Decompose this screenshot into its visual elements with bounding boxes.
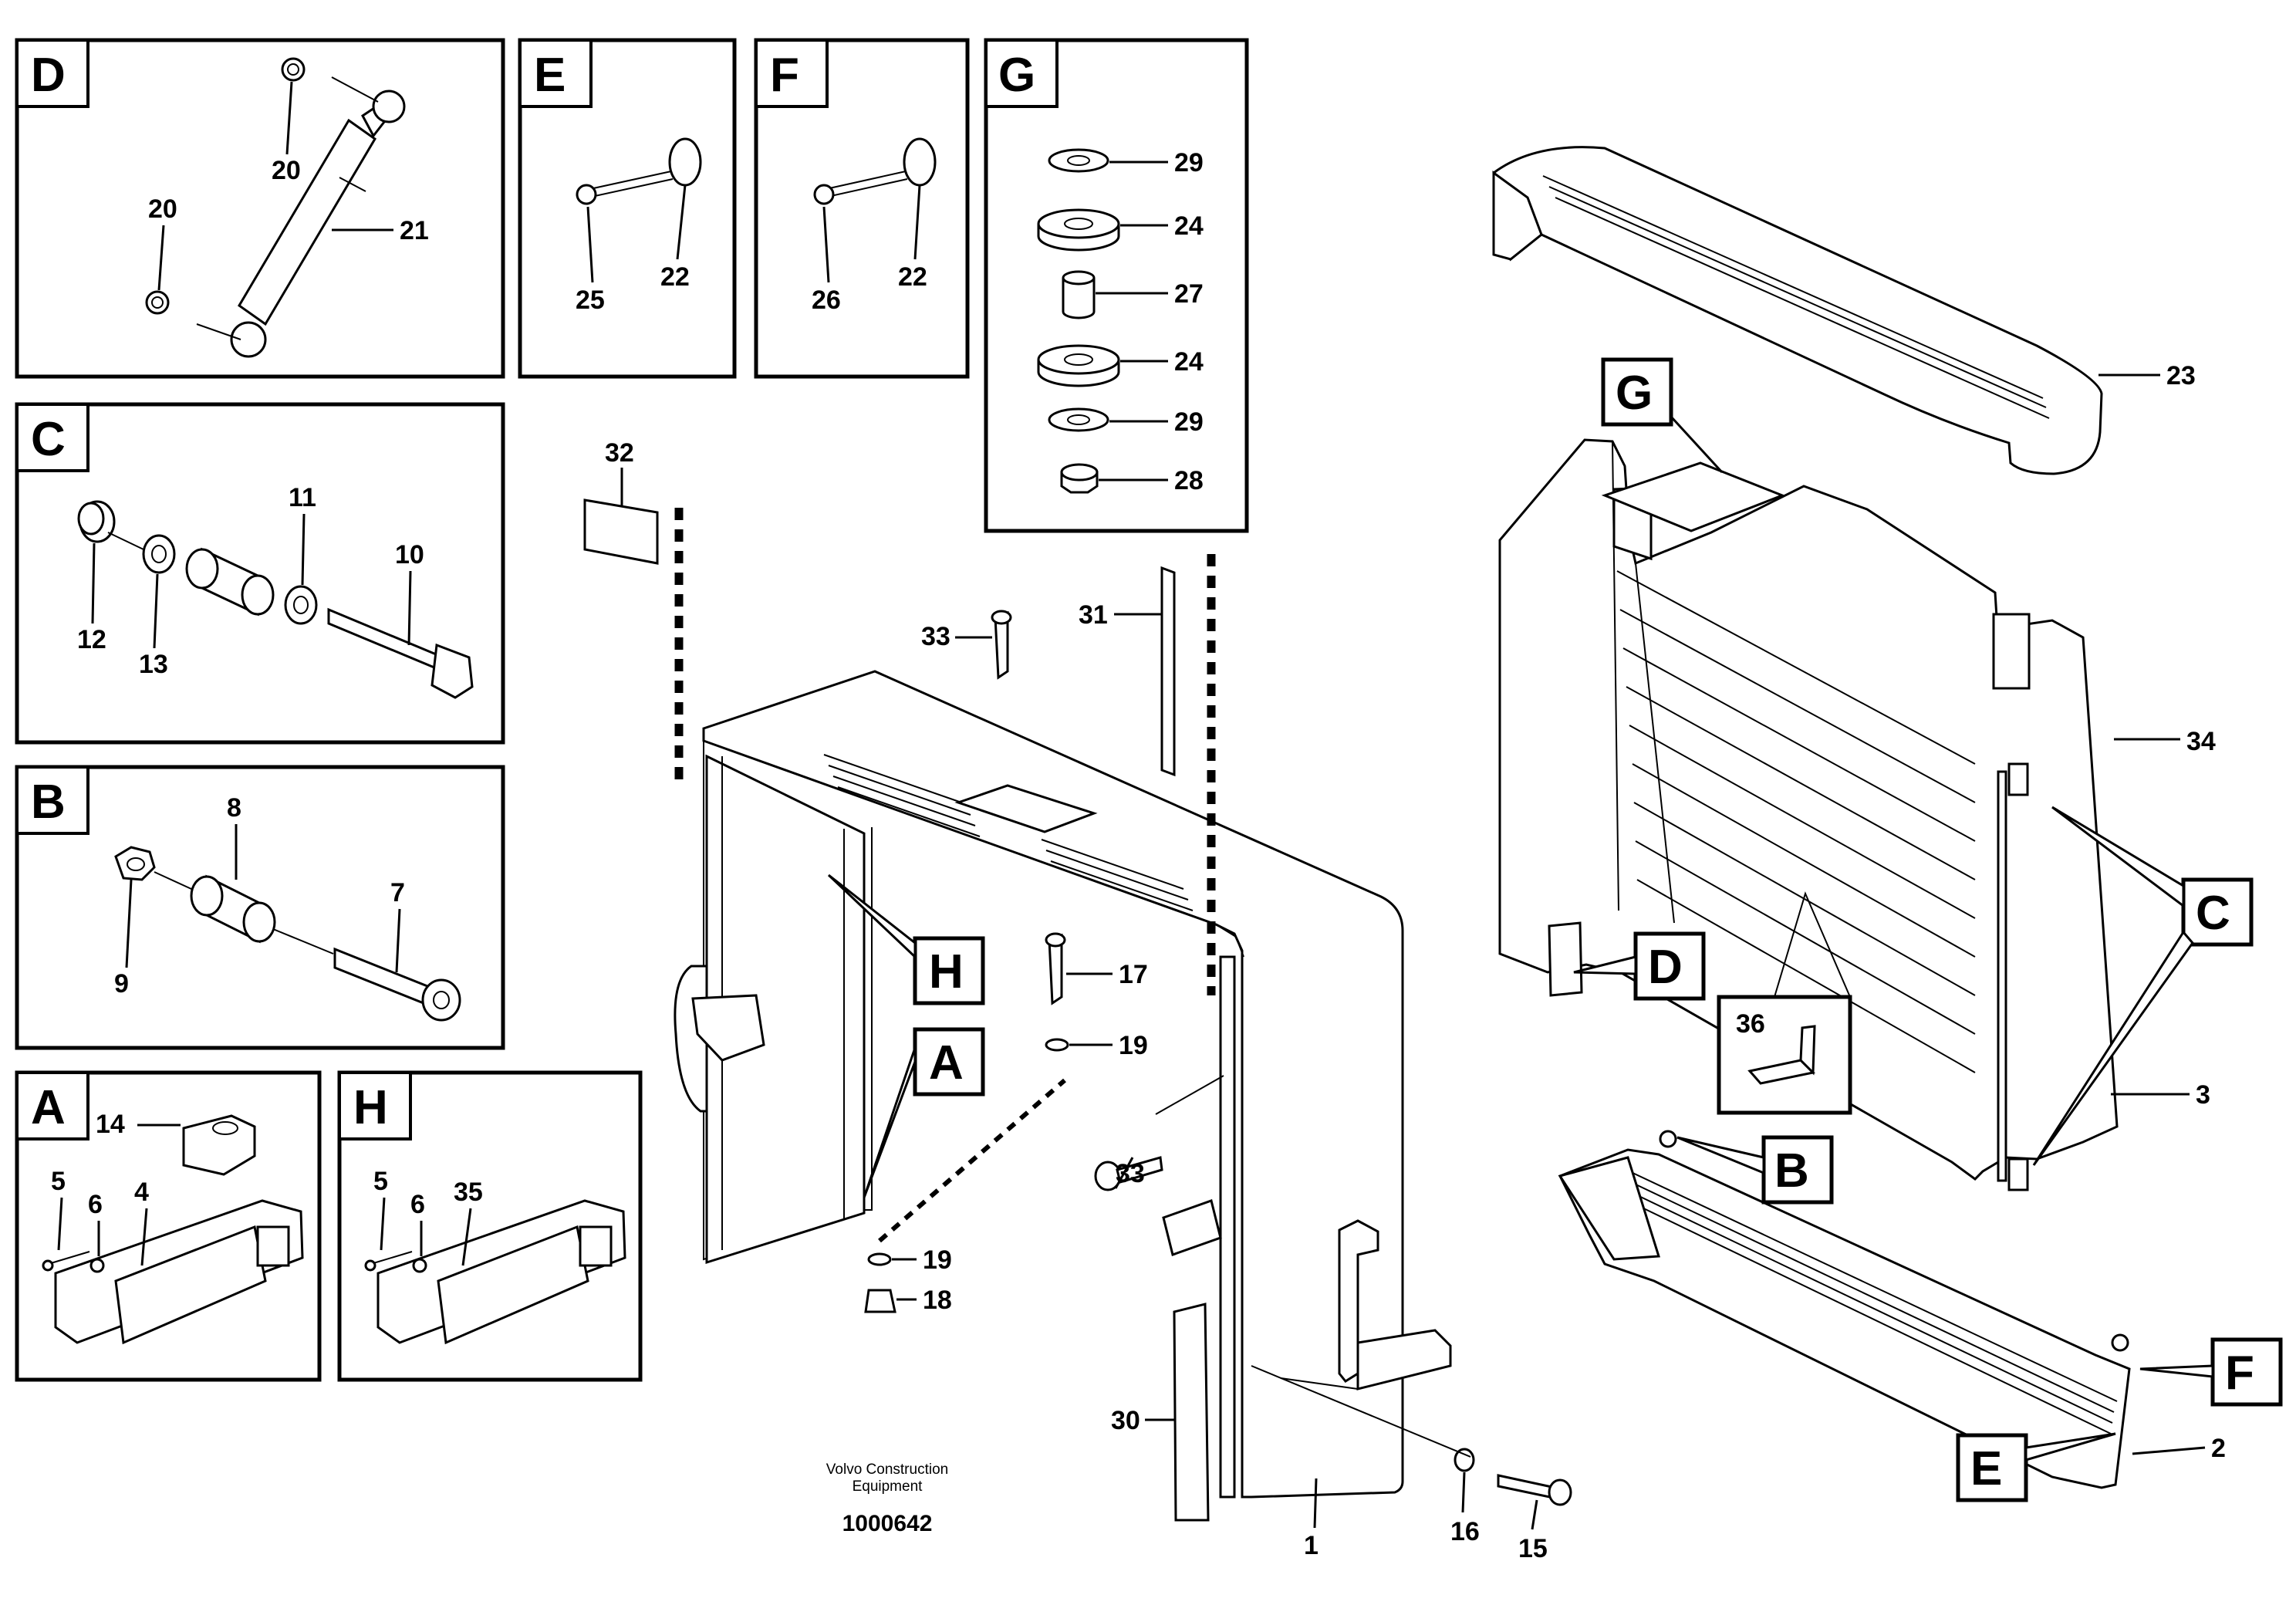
callout-c-13: 13 [139,650,168,679]
svg-text:H: H [929,945,964,999]
tag-a-main: A [863,1027,985,1198]
inset-letter-b: B [31,776,66,829]
callout-main-34: 34 [2186,727,2216,756]
svg-text:A: A [929,1036,964,1090]
callout-main-19-low: 19 [923,1245,952,1275]
inset-box-g: G 29 24 27 24 29 28 [984,38,1249,533]
inset-letter-f: F [770,49,799,102]
callout-b-7: 7 [390,878,405,907]
callout-g-24-top: 24 [1174,211,1204,241]
inset-box-c: C 11 10 12 13 [15,402,505,745]
callout-d-20-top: 20 [272,156,301,185]
callout-g-24-bottom: 24 [1174,347,1204,377]
callout-e-22: 22 [660,262,690,292]
footer: Volvo Construction Equipment 1000642 [826,1461,948,1536]
callout-g-29-top: 29 [1174,148,1204,177]
bolt-assembly-b [114,846,461,1022]
callout-g-27: 27 [1174,279,1204,309]
callout-h-6: 6 [410,1190,425,1219]
latch-a [42,1114,304,1345]
company-line2: Equipment [853,1478,923,1495]
callout-main-19-mid: 19 [1119,1031,1148,1060]
callout-g-28: 28 [1174,466,1204,495]
main-frame-assembly [583,498,1572,1522]
inset-letter-g: G [998,49,1035,102]
tag-h-main: H [827,874,985,1005]
inset-box-h: H 5 6 35 [337,1070,643,1382]
callout-f-22: 22 [898,262,927,292]
callout-main-33-top: 33 [921,622,950,651]
callout-main-1: 1 [1304,1531,1319,1560]
grille-34 [1498,438,2119,1191]
callout-main-31: 31 [1079,600,1108,630]
callout-main-16: 16 [1450,1517,1480,1546]
tag-d-main: D [1573,931,1706,1001]
tag-e-main: E [1956,1432,2116,1502]
inset-box-e: E 25 22 [518,38,737,379]
inset-letter-h: H [353,1081,388,1134]
callout-e-25: 25 [576,286,605,315]
inset-letter-a: A [31,1081,66,1134]
rubber-buffer-e [576,137,702,205]
inset-box-f: F 26 22 [754,38,970,379]
callout-main-32: 32 [605,438,634,468]
callout-main-15: 15 [1518,1534,1548,1563]
inset-box-a: A 14 5 6 4 [15,1070,322,1382]
drawing-number: 1000642 [842,1511,933,1536]
callout-main-17: 17 [1119,960,1148,989]
callout-b-9: 9 [114,969,129,999]
inset-letter-c: C [31,413,66,466]
tag-c-main: C [2032,806,2254,1166]
latch-h [364,1199,626,1345]
svg-text:B: B [1774,1144,1809,1198]
callout-main-2: 2 [2211,1434,2226,1463]
callout-a-4: 4 [134,1178,149,1207]
svg-text:D: D [1648,941,1683,994]
callout-a-5: 5 [51,1167,66,1196]
bottom-rail-2 [1558,1130,2131,1489]
callout-c-12: 12 [77,625,106,654]
svg-text:G: G [1616,367,1653,420]
detail-36: 36 [1717,891,1852,1115]
tag-f-main: F [2139,1337,2283,1407]
callout-h-35: 35 [454,1178,483,1207]
callout-c-10: 10 [395,540,424,569]
svg-text:E: E [1970,1442,2002,1495]
callout-a-14: 14 [96,1110,125,1139]
inset-letter-e: E [534,49,566,102]
callout-d-20-left: 20 [148,194,177,224]
inset-box-b: B 8 7 9 [15,765,505,1050]
callout-main-30: 30 [1111,1406,1140,1435]
callout-f-26: 26 [812,286,841,315]
callout-main-3: 3 [2196,1080,2210,1110]
inset-box-d: D 20 20 21 [15,38,505,379]
callout-b-8: 8 [227,793,241,823]
callout-main-18: 18 [923,1286,952,1315]
svg-text:C: C [2196,887,2230,940]
gas-strut [145,57,406,358]
callout-h-5: 5 [373,1167,388,1196]
callout-c-11: 11 [289,483,316,512]
svg-text:F: F [2225,1347,2254,1400]
inset-letter-d: D [31,49,66,102]
company-line1: Volvo Construction [826,1461,948,1478]
callout-a-6: 6 [88,1190,103,1219]
mount-stack [1037,148,1120,494]
rubber-buffer-f [813,137,937,205]
bolt-assembly-c [77,500,474,699]
callout-g-29-bottom: 29 [1174,407,1204,437]
callout-main-23: 23 [2166,361,2196,390]
tag-g-main: G [1601,357,1724,474]
tag-b-main: B [1676,1135,1834,1205]
top-cover-23 [1492,146,2103,475]
callout-d-21: 21 [400,216,429,245]
callout-main-36: 36 [1736,1009,1765,1039]
